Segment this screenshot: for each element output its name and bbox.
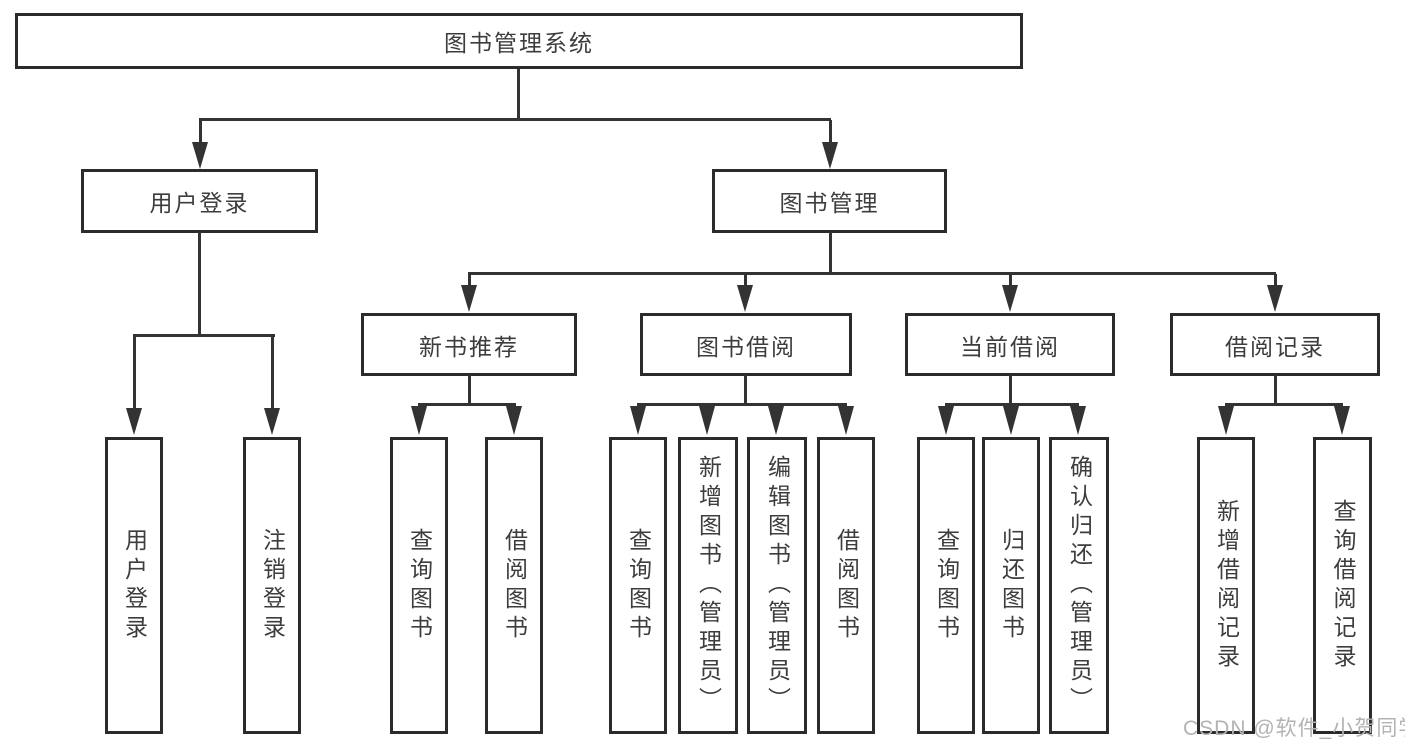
arrow-down-icon (192, 142, 208, 169)
connector-leaf-login-drop (133, 336, 136, 410)
connector-user-login-stem (198, 232, 201, 337)
leaf-query-borrow-record: 查询借阅记录 (1313, 437, 1372, 734)
leaf-label: 查询图书 (406, 527, 433, 644)
node-library-management-system: 图书管理系统 (15, 13, 1023, 69)
leaf-label: 查询图书 (625, 527, 652, 644)
leaf-label: 确认归还（管理员） (1066, 455, 1093, 716)
leaf-query-books-current: 查询图书 (917, 437, 975, 734)
connector-new-rec-branch (418, 403, 516, 406)
leaf-return-book: 归还图书 (982, 437, 1040, 734)
connector-root-branch (199, 118, 831, 121)
connector-current-drop (1009, 274, 1012, 286)
connector-new-rec-drop (468, 274, 471, 286)
leaf-borrow-book: 借阅图书 (817, 437, 875, 734)
leaf-label: 归还图书 (998, 527, 1025, 644)
connector-book-mgmt-branch (468, 272, 1276, 275)
arrow-down-icon (1003, 406, 1019, 435)
csdn-watermark: CSDN @软件_小贺同学 (1183, 717, 1405, 740)
node-user-login: 用户登录 (81, 169, 318, 233)
leaf-label: 新增图书（管理员） (695, 455, 722, 716)
connector-user-login-branch (133, 334, 275, 337)
arrow-down-icon (461, 285, 477, 312)
node-new-book-recommend: 新书推荐 (361, 313, 577, 376)
leaf-label: 用户登录 (121, 527, 148, 644)
arrow-down-icon (1218, 406, 1234, 435)
arrow-down-icon (1070, 406, 1086, 435)
leaf-confirm-return-admin: 确认归还（管理员） (1049, 437, 1109, 734)
arrow-down-icon (264, 408, 280, 435)
leaf-logout: 注销登录 (243, 437, 301, 734)
arrow-down-icon (411, 406, 427, 435)
arrow-down-icon (126, 408, 142, 435)
connector-new-rec-stem (468, 375, 471, 406)
connector-user-login-drop (199, 120, 202, 144)
arrow-down-icon (506, 406, 522, 435)
connector-book-mgmt-drop (829, 120, 832, 144)
leaf-label: 借阅图书 (833, 527, 860, 644)
node-borrow-records: 借阅记录 (1170, 313, 1380, 376)
leaf-query-books-borrowing: 查询图书 (609, 437, 667, 734)
connector-root-stem (517, 69, 520, 120)
leaf-add-borrow-record: 新增借阅记录 (1197, 437, 1255, 734)
connector-borrow-branch (637, 403, 847, 406)
connector-book-mgmt-stem (829, 232, 832, 275)
arrow-down-icon (838, 406, 854, 435)
arrow-down-icon (1267, 285, 1283, 312)
arrow-down-icon (768, 406, 784, 435)
connector-borrow-drop (744, 274, 747, 286)
arrow-down-icon (737, 285, 753, 312)
node-current-borrowing: 当前借阅 (905, 313, 1115, 376)
leaf-label: 借阅图书 (501, 527, 528, 644)
connector-current-branch (945, 403, 1079, 406)
arrow-down-icon (630, 406, 646, 435)
leaf-edit-book-admin: 编辑图书（管理员） (747, 437, 807, 734)
leaf-label: 新增借阅记录 (1213, 498, 1240, 673)
connector-current-stem (1009, 375, 1012, 406)
connector-records-drop (1274, 274, 1277, 286)
arrow-down-icon (699, 406, 715, 435)
leaf-add-book-admin: 新增图书（管理员） (678, 437, 738, 734)
leaf-label: 编辑图书（管理员） (764, 455, 791, 716)
connector-leaf-logout-drop (271, 336, 274, 410)
arrow-down-icon (1334, 406, 1350, 435)
leaf-label: 注销登录 (259, 527, 286, 644)
leaf-label: 查询图书 (933, 527, 960, 644)
leaf-query-books-recommend: 查询图书 (390, 437, 448, 734)
connector-borrow-stem (744, 375, 747, 406)
connector-records-branch (1225, 403, 1343, 406)
arrow-down-icon (938, 406, 954, 435)
node-book-management: 图书管理 (712, 169, 947, 233)
arrow-down-icon (1002, 285, 1018, 312)
connector-records-stem (1274, 375, 1277, 406)
leaf-user-login: 用户登录 (105, 437, 163, 734)
leaf-label: 查询借阅记录 (1330, 498, 1356, 673)
node-book-borrowing: 图书借阅 (640, 313, 852, 376)
leaf-borrow-books-recommend: 借阅图书 (485, 437, 543, 734)
arrow-down-icon (822, 142, 838, 169)
